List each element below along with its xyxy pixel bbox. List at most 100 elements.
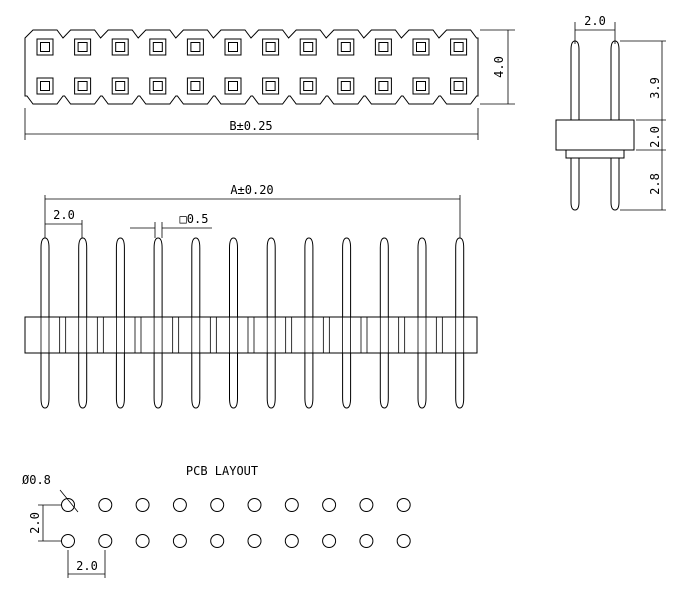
top-view-pin-inner <box>228 81 238 91</box>
top-view-pin-inner <box>190 42 201 52</box>
front-view-pin-lower <box>191 353 201 409</box>
top-view-pin-outer <box>262 77 280 95</box>
top-view-pin-inner <box>40 42 50 52</box>
top-view-pin-outer <box>186 77 204 95</box>
top-view-pin-inner <box>416 42 426 52</box>
top-view-pin-inner <box>416 81 426 91</box>
top-view-pin-outer <box>337 38 355 56</box>
pcb-hole <box>396 534 411 548</box>
side-view-pin-right <box>610 40 620 120</box>
top-view-pin-squares <box>36 38 468 95</box>
top-view-pin-outer <box>412 38 430 56</box>
front-view-pin-lower <box>78 353 88 409</box>
top-view-pin-inner <box>265 42 276 52</box>
top-view-pin-inner <box>303 42 314 52</box>
side-view-pitch-label: 2.0 <box>584 14 606 28</box>
top-view-pin-outer <box>36 38 54 56</box>
top-view-width-label: B±0.25 <box>229 119 272 133</box>
top-view-pin-outer <box>299 38 317 56</box>
front-view-pin-upper <box>379 237 389 317</box>
top-view-pin-outer <box>111 77 129 95</box>
pcb-hole <box>210 498 225 512</box>
front-view-pin-lower <box>455 353 465 409</box>
side-view-lower-pin-label: 2.8 <box>648 173 662 195</box>
top-view-pin-inner <box>77 81 88 91</box>
pcb-hole <box>359 498 374 512</box>
top-view-pin-outer <box>224 77 242 95</box>
top-view-pin-outer <box>374 77 392 95</box>
top-view-pin-outer <box>74 38 92 56</box>
front-view: A±0.20 2.0 □0.5 <box>24 183 478 409</box>
top-view-pin-inner <box>190 81 201 91</box>
pcb-hole <box>322 498 337 512</box>
top-view-pin-outer <box>74 77 92 95</box>
front-view-pin-lower <box>115 353 125 409</box>
pcb-layout: PCB LAYOUT Ø0.8 2.0 2.0 <box>22 464 411 578</box>
top-view-pin-inner <box>152 42 163 52</box>
top-view-pin-outer <box>337 77 355 95</box>
top-view-pin-outer <box>450 77 468 95</box>
front-view-pin-lower <box>417 353 427 409</box>
side-view: 2.0 3.9 2.0 2.8 <box>555 14 666 211</box>
side-view-body-base <box>565 149 625 159</box>
top-view-pin-outer <box>111 38 129 56</box>
top-view-pin-outer <box>224 38 242 56</box>
pcb-hole <box>172 498 187 512</box>
side-view-upper-pin-label: 3.9 <box>648 77 662 99</box>
pcb-hole <box>247 498 262 512</box>
front-view-pin-upper <box>455 237 465 317</box>
top-view-pin-inner <box>265 81 276 91</box>
pcb-hole <box>172 534 187 548</box>
front-view-span-label: A±0.20 <box>230 183 273 197</box>
pcb-hole <box>284 534 299 548</box>
top-view-pin-inner <box>340 81 351 91</box>
pcb-hole <box>284 498 299 512</box>
front-view-pins <box>40 237 465 409</box>
top-view-pin-inner <box>453 42 464 52</box>
pcb-holes <box>61 498 411 548</box>
top-view-pin-inner <box>228 42 238 52</box>
pcb-col-pitch-label: 2.0 <box>76 559 98 573</box>
pcb-hole <box>322 534 337 548</box>
front-view-pin-upper <box>115 237 125 317</box>
front-view-pin-lower <box>266 353 276 409</box>
top-view-pin-outer <box>299 77 317 95</box>
top-view-pin-outer <box>450 38 468 56</box>
top-view-pin-inner <box>303 81 314 91</box>
top-view-pin-outer <box>36 77 54 95</box>
top-view-pin-outer <box>412 77 430 95</box>
front-view-pin-lower <box>40 353 50 409</box>
front-view-pin-lower <box>229 353 238 409</box>
side-view-pin-right-lower <box>610 158 620 211</box>
top-view-body-outline <box>24 29 479 105</box>
front-view-pin-square-label: □0.5 <box>180 212 209 226</box>
front-view-body <box>24 316 478 354</box>
top-view-pin-inner <box>77 42 88 52</box>
front-view-pin-upper <box>266 237 276 317</box>
front-view-pin-lower <box>342 353 352 409</box>
side-view-body <box>555 119 635 151</box>
front-view-pin-upper <box>40 237 50 317</box>
top-view-height-label: 4.0 <box>492 56 506 78</box>
pcb-hole <box>210 534 225 548</box>
front-view-body-segments <box>40 317 465 353</box>
top-view-pin-outer <box>149 38 167 56</box>
pcb-hole <box>135 498 150 512</box>
front-view-pin-lower <box>153 353 163 409</box>
front-view-pin-lower <box>304 353 314 409</box>
hole-leader-line <box>59 489 79 513</box>
pcb-hole <box>359 534 374 548</box>
pcb-hole <box>247 534 262 548</box>
top-view-pin-outer <box>149 77 167 95</box>
front-view-pin-upper <box>417 237 427 317</box>
top-view-pin-inner <box>453 81 464 91</box>
pcb-hole <box>61 534 75 548</box>
top-view-pin-outer <box>186 38 204 56</box>
pcb-layout-title: PCB LAYOUT <box>186 464 258 478</box>
pcb-hole <box>396 498 411 512</box>
front-view-pin-lower <box>379 353 389 409</box>
pcb-hole <box>98 498 113 512</box>
pcb-hole <box>135 534 150 548</box>
side-view-body-label: 2.0 <box>648 126 662 148</box>
